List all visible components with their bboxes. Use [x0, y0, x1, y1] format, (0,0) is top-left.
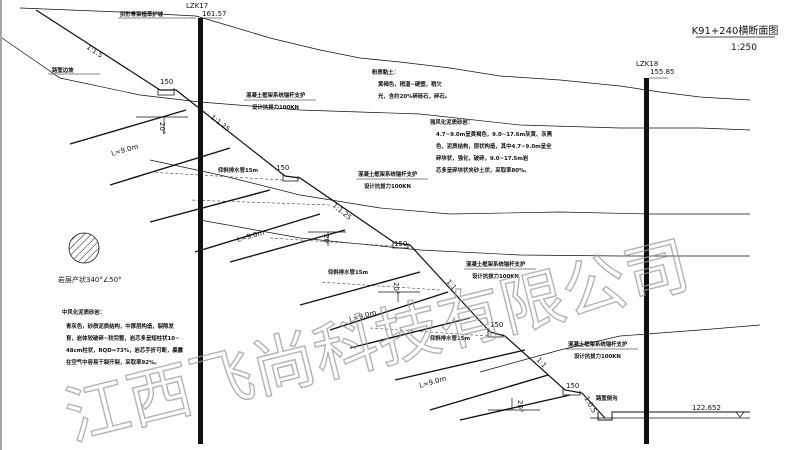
- borehole-lzk18: [644, 78, 649, 444]
- svg-text:光，含约20%碎砾石，碎石。: 光，含约20%碎砾石，碎石。: [377, 92, 450, 100]
- borehole-lzk17-elevation: 161.57: [202, 10, 227, 18]
- borehole-lzk17-id: LZK17: [186, 2, 208, 10]
- svg-text:混凝土框架系统锚杆支护: 混凝土框架系统锚杆支护: [466, 260, 526, 268]
- drain-label-2: 仰斜排水管15m: [328, 268, 368, 276]
- svg-text:碎块状，强化，破碎，9.0~17.5m岩: 碎块状，强化，破碎，9.0~17.5m岩: [436, 154, 529, 162]
- cut-slope: [35, 9, 606, 419]
- angle-label-2: 20°: [322, 234, 330, 246]
- svg-text:育，岩体较破碎~较完整，岩芯多呈短柱状10~: 育，岩体较破碎~较完整，岩芯多呈短柱状10~: [66, 334, 180, 342]
- angle-label-3: 20°: [392, 282, 400, 294]
- svg-text:混凝土框架系统锚杆支护: 混凝土框架系统锚杆支护: [358, 170, 418, 178]
- svg-text:中风化泥质砂岩：: 中风化泥质砂岩：: [62, 308, 105, 316]
- svg-text:设计抗拔力100KN: 设计抗拔力100KN: [252, 103, 299, 111]
- svg-text:4.7~9.0m呈黄褐色，9.0~17.6m灰黄、灰黑: 4.7~9.0m呈黄褐色，9.0~17.6m灰黄、灰黑: [436, 130, 553, 138]
- svg-text:青灰色，砂质泥质结构，中厚层构造，裂隙发: 青灰色，砂质泥质结构，中厚层构造，裂隙发: [66, 322, 174, 330]
- ratio-2: 1:1.25: [209, 113, 232, 133]
- berm-4: 150: [490, 321, 503, 329]
- drain-label-3: 仰斜排水管15m: [430, 334, 470, 342]
- ratio-5: 1:1: [535, 356, 548, 370]
- svg-text:强风化泥质砂岩：: 强风化泥质砂岩：: [430, 118, 473, 126]
- svg-text:粉质黏土：: 粉质黏土：: [372, 68, 399, 76]
- berm-2: 150: [276, 164, 289, 172]
- berm-platforms: [157, 88, 581, 396]
- anchor-note-3: 混凝土框架系统锚杆支护 设计抗拔力100KN: [464, 260, 536, 280]
- stratum-boundary-upper: [1, 37, 751, 131]
- svg-text:在空气中容易干裂开裂，采取率92%。: 在空气中容易干裂开裂，采取率92%。: [66, 358, 160, 366]
- svg-text:混凝土框架系统锚杆支护: 混凝土框架系统锚杆支护: [568, 340, 628, 348]
- anchor-note-4: 混凝土框架系统锚杆支护 设计抗拔力100KN: [566, 340, 638, 360]
- svg-text:芯多呈碎块状夹砂土状，采取率80%。: 芯多呈碎块状夹砂土状，采取率80%。: [436, 166, 530, 174]
- angle-label-4: 20°: [516, 400, 524, 412]
- angle-markers: [136, 116, 540, 411]
- anchor-bars: [69, 109, 571, 421]
- svg-text:设计抗拔力100KN: 设计抗拔力100KN: [472, 272, 519, 280]
- geology-note-1: 粉质黏土： 黄褐色，稍湿~硬塑，稍欠 光，含约20%碎砾石，碎石。: [372, 68, 450, 100]
- borehole-lzk18-id: LZK18: [636, 60, 658, 68]
- svg-text:色，泥质结构，层状构造，其中4.7~9.0m呈全: 色，泥质结构，层状构造，其中4.7~9.0m呈全: [436, 142, 552, 150]
- borehole-lzk17: [198, 18, 203, 444]
- stratum-boundary-lower: [199, 219, 750, 257]
- drain-label-1: 仰斜排水管15m: [218, 166, 258, 174]
- ratio-1: 1:1.5: [85, 43, 104, 60]
- scale-label: 1:250: [731, 43, 757, 53]
- berm-1: 150: [160, 78, 173, 86]
- svg-text:设计抗拔力100KN: 设计抗拔力100KN: [574, 352, 621, 360]
- bedding-hatch-icon: [68, 232, 100, 264]
- svg-text:混凝土框架系统锚杆支护: 混凝土框架系统锚杆支护: [246, 91, 306, 99]
- berm-3: 150: [394, 240, 407, 248]
- geology-note-3: 中风化泥质砂岩： 青灰色，砂质泥质结构，中厚层构造，裂隙发 育，岩体较破碎~较完…: [62, 308, 184, 366]
- hatch-legend: 岩层产状340°∠50°: [58, 275, 122, 284]
- svg-text:48cm柱状，RQD=73%，岩芯手折可断，暴露: 48cm柱状，RQD=73%，岩芯手折可断，暴露: [66, 346, 184, 354]
- anchor-note-1: 混凝土框架系统锚杆支护 设计抗拔力100KN: [244, 91, 316, 111]
- svg-text:黄褐色，稍湿~硬塑，稍欠: 黄褐色，稍湿~硬塑，稍欠: [378, 80, 442, 88]
- angle-label-1: 20°: [158, 122, 166, 134]
- length-label-1: L=9.0m: [110, 143, 139, 158]
- section-title: K91+240横断面图: [692, 24, 779, 37]
- anchor-note-2: 混凝土框架系统锚杆支护 设计抗拔力100KN: [356, 170, 428, 190]
- geology-note-2: 强风化泥质砂岩： 4.7~9.0m呈黄褐色，9.0~17.6m灰黄、灰黑 色，泥…: [430, 118, 553, 174]
- ditch-label: 路堑侧沟: [596, 394, 618, 402]
- borehole-lzk18-elevation: 155.85: [650, 68, 675, 76]
- drain-pipes: [149, 171, 489, 337]
- length-label-2: L=9.0m: [236, 229, 265, 244]
- svg-text:设计抗拔力100KN: 设计抗拔力100KN: [364, 182, 411, 190]
- bottom-elevation: 122.652: [692, 404, 721, 412]
- slope-line-label: 路堑边坡: [52, 66, 74, 74]
- stratum-boundary-bottom: [479, 324, 761, 373]
- stratum-boundary-middle: [149, 159, 750, 215]
- length-label-4: L=9.0m: [418, 375, 447, 390]
- berm-5: 150: [566, 382, 579, 390]
- top-protection-label: 拱形骨架植草护坡: [120, 10, 164, 18]
- side-ditch: [597, 411, 750, 421]
